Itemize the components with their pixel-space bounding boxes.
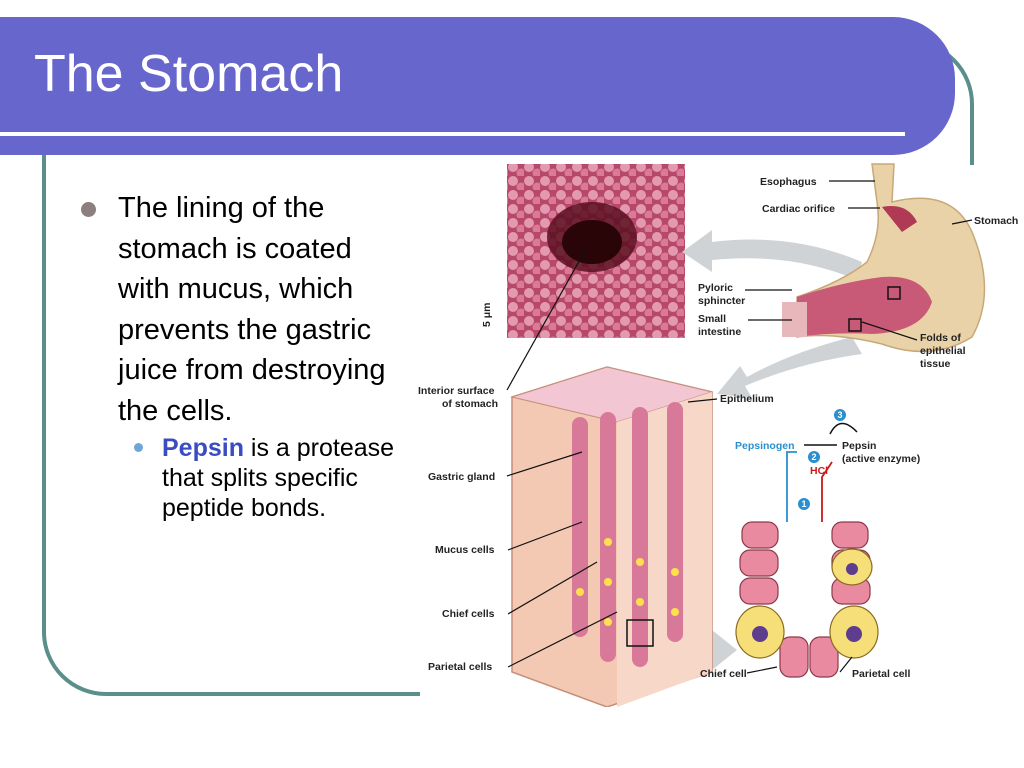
label-chief-cells: Chief cells xyxy=(442,608,495,620)
slide-title: The Stomach xyxy=(34,45,344,103)
bullet-list: The lining of the stomach is coated with… xyxy=(78,188,408,523)
step-markers: 1 2 3 xyxy=(798,409,846,510)
label-small-intestine-1: Small xyxy=(698,313,726,325)
label-pepsinogen: Pepsinogen xyxy=(735,440,795,452)
bullet-text: The lining of the stomach is coated with… xyxy=(118,192,386,427)
label-small-intestine-2: intestine xyxy=(698,326,741,338)
sub-bullet-item: Pepsin is a protease that splits specifi… xyxy=(78,433,408,523)
label-active-enzyme: (active enzyme) xyxy=(842,453,920,465)
sub-bullet-text: is a protease that splits specific pepti… xyxy=(162,434,395,522)
label-parietal-cell: Parietal cell xyxy=(852,668,910,680)
leader-lines xyxy=(506,180,973,674)
label-pyloric-1: Pyloric xyxy=(698,282,733,294)
label-parietal-cells: Parietal cells xyxy=(428,661,492,673)
label-interior-surface-1: Interior surface xyxy=(418,385,495,397)
pepsin-term: Pepsin xyxy=(162,434,244,462)
arrow-to-section xyxy=(717,337,862,398)
label-folds-2: epithelial xyxy=(920,345,966,357)
arrow-step2 xyxy=(821,461,833,522)
label-mucus-cells: Mucus cells xyxy=(435,544,495,556)
bullet-dot-icon xyxy=(81,202,96,217)
arrow-step1 xyxy=(786,451,797,522)
label-interior-surface-2: of stomach xyxy=(442,398,498,410)
arrow-step3 xyxy=(829,422,858,435)
label-pepsin: Pepsin xyxy=(842,440,876,452)
label-gastric-gland: Gastric gland xyxy=(428,471,495,483)
svg-text:2: 2 xyxy=(811,452,816,462)
stomach-organ xyxy=(782,163,986,353)
label-pyloric-2: sphincter xyxy=(698,295,745,307)
label-epithelium: Epithelium xyxy=(720,393,774,405)
label-stomach: Stomach xyxy=(974,215,1018,227)
bullet-item: The lining of the stomach is coated with… xyxy=(78,188,408,431)
sub-bullet-dot-icon xyxy=(134,443,143,452)
title-divider xyxy=(0,132,905,136)
arrow-to-micrograph xyxy=(682,230,862,280)
scale-label: 5 μm xyxy=(481,302,493,327)
label-hcl: HCl xyxy=(810,465,828,477)
label-cardiac-orifice: Cardiac orifice xyxy=(762,203,835,215)
stomach-diagram: 5 μm xyxy=(418,163,1018,707)
micrograph xyxy=(507,164,685,338)
svg-text:1: 1 xyxy=(801,499,806,509)
label-folds-1: Folds of xyxy=(920,332,961,344)
label-folds-3: tissue xyxy=(920,358,951,370)
stomach-wall-section xyxy=(510,366,714,707)
label-chief-cell: Chief cell xyxy=(700,668,747,680)
svg-text:3: 3 xyxy=(837,410,842,420)
cell-cluster xyxy=(735,521,879,678)
label-esophagus: Esophagus xyxy=(760,176,817,188)
